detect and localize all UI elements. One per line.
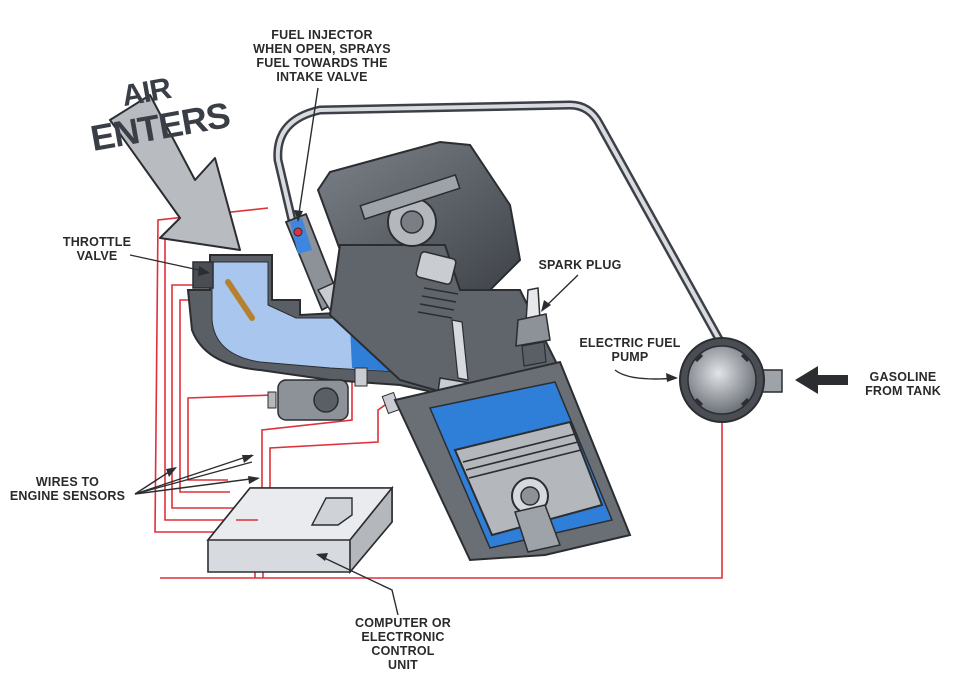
gasoline-from-tank-label: GASOLINE FROM TANK bbox=[865, 370, 941, 398]
valve-spring bbox=[415, 251, 459, 319]
throttle-valve-label: THROTTLE VALVE bbox=[62, 235, 132, 263]
fuel-injector-label: FUEL INJECTOR WHEN OPEN, SPRAYS FUEL TOW… bbox=[253, 28, 391, 84]
electric-fuel-pump-label: ELECTRIC FUEL PUMP bbox=[579, 336, 681, 364]
electric-fuel-pump bbox=[679, 337, 783, 423]
spark-plug-label: SPARK PLUG bbox=[538, 258, 622, 272]
cylinder-head bbox=[316, 140, 562, 402]
piston bbox=[453, 420, 604, 553]
ecu-leader bbox=[317, 554, 399, 616]
cylinder-block bbox=[393, 360, 632, 562]
spark-plug bbox=[515, 287, 551, 367]
sensor-leader-4 bbox=[134, 461, 253, 495]
throttle-plate bbox=[225, 279, 255, 321]
injector-leader bbox=[297, 87, 319, 221]
ecu-box bbox=[206, 485, 394, 575]
throttle-leader bbox=[129, 254, 209, 273]
air-enters-arrow bbox=[109, 94, 241, 251]
wires-to-engine-sensors-label: WIRES TO ENGINE SENSORS bbox=[9, 475, 126, 503]
gasoline-arrow bbox=[795, 366, 848, 394]
sensor-leader-3 bbox=[134, 477, 259, 495]
sensor-leader-2 bbox=[134, 454, 253, 495]
ecu-label: COMPUTER OR ELECTRONIC CONTROL UNIT bbox=[355, 616, 451, 672]
